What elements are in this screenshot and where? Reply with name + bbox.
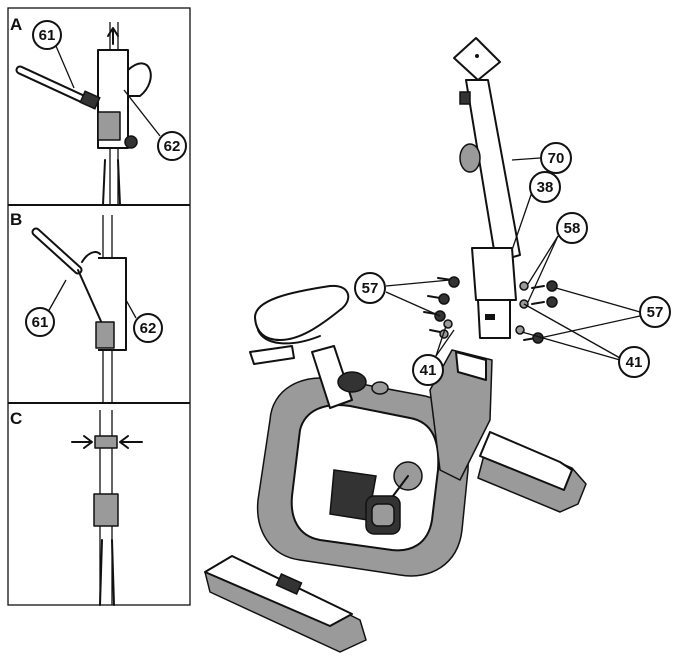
callout-41-right: 41 (626, 354, 643, 371)
callout-70: 70 (548, 150, 565, 167)
callout-circle (354, 272, 386, 304)
cable-connector (79, 90, 101, 110)
adjust-knob (459, 143, 481, 173)
seat-knob (337, 371, 367, 393)
panel-a-letter: A (10, 15, 22, 34)
wheel-icon (275, 573, 303, 595)
callout-61-b: 61 (32, 314, 49, 331)
bolts-left (423, 276, 460, 339)
upright-receiver (429, 349, 493, 481)
tension-knob-housing (97, 111, 121, 141)
washer-icon (519, 281, 529, 291)
panel-a: A 61 62 (10, 15, 187, 206)
callout-circle (529, 171, 561, 203)
inset-panels: A 61 62 B (7, 7, 191, 606)
bolt-icon (448, 276, 460, 288)
seat-post (311, 345, 353, 409)
callout-62-b: 62 (140, 320, 157, 337)
post-top-plate (453, 37, 501, 81)
callout-circle (25, 307, 55, 337)
callout-circle (540, 142, 572, 174)
callout-38: 38 (537, 179, 554, 196)
callout-58: 58 (564, 220, 581, 237)
panel-c: C (10, 409, 143, 606)
bike-assembly (204, 37, 587, 653)
handlebar-post (453, 37, 521, 339)
callout-circle (639, 296, 671, 328)
curved-arrow-icon (81, 251, 101, 263)
callout-57-left: 57 (362, 280, 379, 297)
callout-41-left: 41 (420, 362, 437, 379)
up-arrow-icon (107, 27, 119, 45)
bolts-right (515, 280, 558, 344)
screw-icon (124, 135, 138, 149)
bolt-icon (546, 296, 558, 308)
callout-circle (32, 20, 62, 50)
seat-slider (249, 345, 295, 365)
bolt-icon (438, 293, 450, 305)
callout-circle (157, 131, 187, 161)
panel-b: B 61 62 (10, 210, 163, 403)
callout-circle (618, 346, 650, 378)
tension-knob-housing (95, 321, 115, 349)
callout-circle (412, 354, 444, 386)
sleeve-38 (471, 247, 517, 301)
callout-57-right: 57 (647, 304, 664, 321)
hand-icon (127, 62, 152, 97)
bolt-icon (546, 280, 558, 292)
arrow-left-icon (119, 435, 143, 449)
callout-circle (133, 313, 163, 343)
post-70 (465, 79, 521, 263)
callout-62-a: 62 (164, 138, 181, 155)
arrow-right-icon (71, 435, 93, 449)
callout-61-a: 61 (39, 27, 56, 44)
saddle (253, 284, 350, 341)
panel-b-letter: B (10, 210, 22, 229)
panel-c-letter: C (10, 409, 22, 428)
callout-circle (556, 212, 588, 244)
main-callouts: 70 38 58 57 57 41 41 (354, 142, 671, 386)
tension-knob-housing (93, 493, 119, 527)
